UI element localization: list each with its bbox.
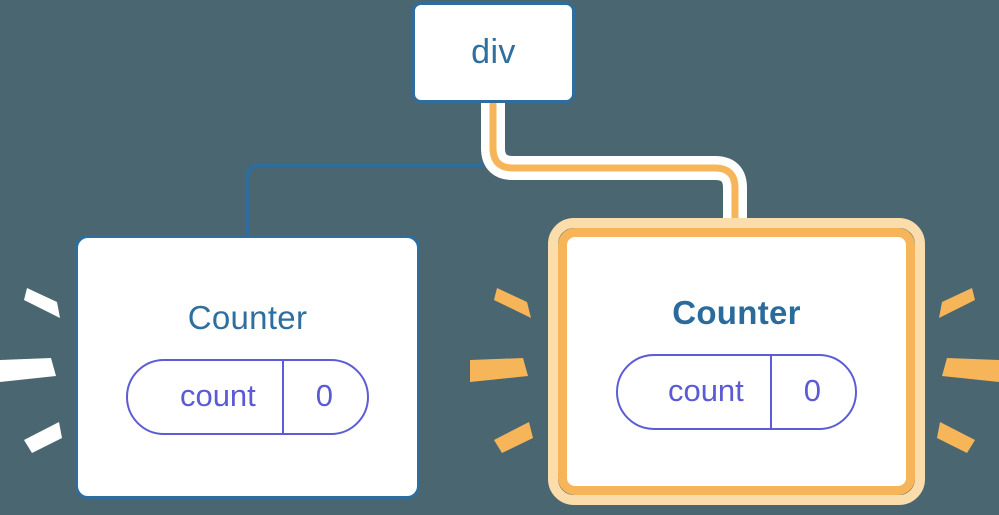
- counter-right-state-pill: count 0: [615, 353, 858, 430]
- counter-right-title: Counter: [672, 293, 801, 331]
- edge-div-to-counter-right: [489, 103, 739, 232]
- sparkle-icon: [942, 358, 999, 382]
- sparkle-icon: [470, 358, 528, 382]
- counter-left-title: Counter: [187, 299, 308, 336]
- node-counter-left[interactable]: Counter count 0: [75, 235, 420, 499]
- counter-right-state-value: 0: [769, 355, 855, 428]
- counter-right-body: Counter count 0: [567, 237, 906, 486]
- sparkle-group-counter-left: [0, 288, 62, 453]
- counter-left-body: Counter count 0: [78, 238, 417, 496]
- counter-left-state-pill: count 0: [125, 359, 370, 435]
- counter-right-highlight-ring: Counter count 0: [558, 228, 915, 495]
- node-counter-right[interactable]: Counter count 0: [548, 218, 925, 505]
- sparkle-icon: [494, 422, 533, 453]
- counter-left-state-key: count: [179, 378, 256, 413]
- counter-left-state-value: 0: [281, 361, 367, 433]
- node-div-label: div: [471, 33, 516, 71]
- counter-right-state-key: count: [667, 372, 744, 408]
- sparkle-group-counter-right-right: [937, 288, 999, 453]
- sparkle-icon: [939, 288, 975, 318]
- node-div[interactable]: div: [412, 2, 575, 103]
- sparkle-icon: [494, 288, 531, 318]
- sparkle-icon: [24, 422, 62, 453]
- sparkle-group-counter-right-left: [470, 288, 533, 453]
- sparkle-icon: [937, 422, 975, 453]
- sparkle-icon: [24, 288, 60, 318]
- sparkle-icon: [0, 358, 56, 382]
